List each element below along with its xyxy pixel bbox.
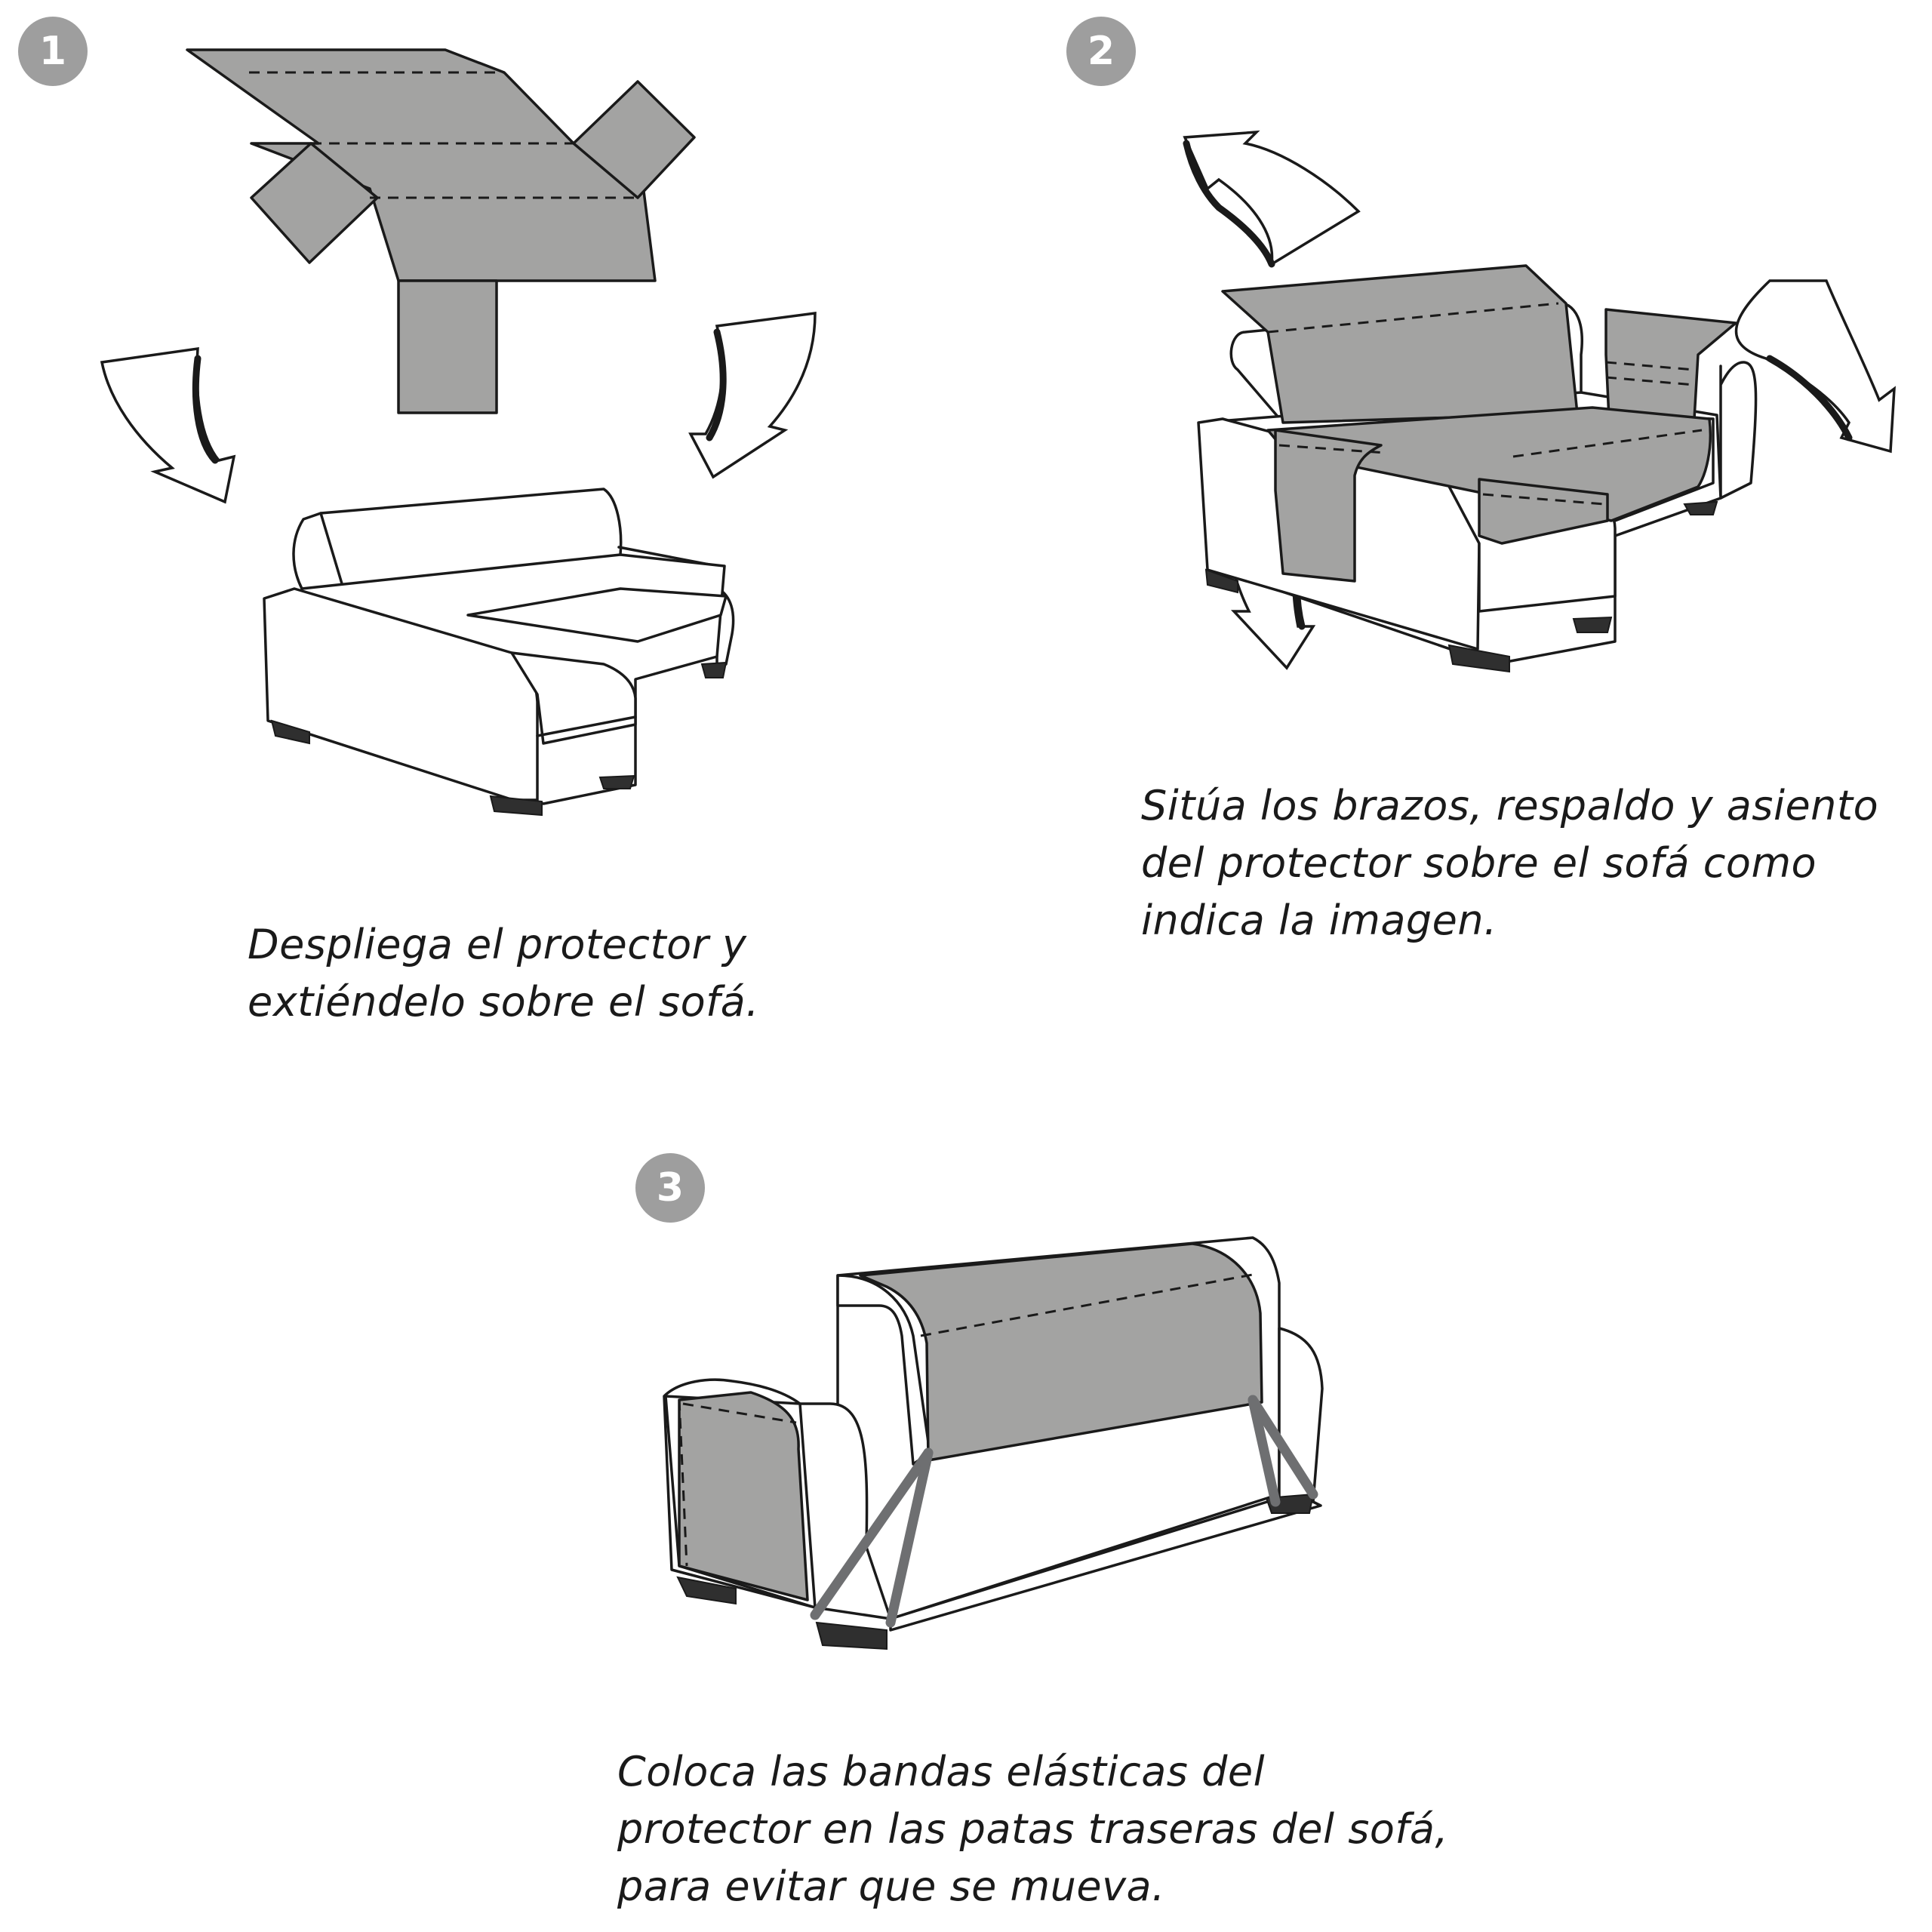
elastic-band-icon [810, 1395, 1318, 1628]
curved-arrow-icon [1183, 130, 1361, 268]
curved-arrow-icon [1734, 279, 1896, 454]
step-1-number-badge: 1 [18, 17, 88, 86]
step-2-caption: Sitúa los brazos, respaldo y asiento del… [1141, 777, 1878, 949]
caption-line: del protector sobre el sofá como [1141, 839, 1817, 887]
step-3-illustration [663, 1236, 1324, 1651]
step-2-illustration [1183, 130, 1896, 673]
caption-line: indica la imagen. [1141, 897, 1497, 944]
step-3-caption: Coloca las bandas elásticas del protecto… [617, 1743, 1448, 1915]
caption-line: Coloca las bandas elásticas del [617, 1748, 1266, 1795]
sofa-cover-icon [1197, 264, 1758, 673]
step-3-number-badge: 3 [635, 1153, 705, 1223]
step-2-number-badge: 2 [1066, 17, 1136, 86]
sofa-back-icon [663, 1236, 1324, 1651]
caption-line: protector en las patas traseras del sofá… [617, 1805, 1449, 1853]
caption-line: para evitar que se mueva. [617, 1863, 1165, 1910]
curved-arrow-icon [688, 312, 817, 479]
unfolded-cover-icon [186, 48, 696, 414]
curved-arrow-icon [100, 346, 236, 504]
step-1-caption: Despliega el protector y extiéndelo sobr… [248, 916, 759, 1031]
step-1-illustration [100, 48, 817, 817]
caption-line: Sitúa los brazos, respaldo y asiento [1141, 782, 1879, 829]
caption-line: Despliega el protector y [248, 921, 747, 968]
caption-line: extiéndelo sobre el sofá. [248, 978, 759, 1026]
sofa-icon [263, 488, 735, 817]
